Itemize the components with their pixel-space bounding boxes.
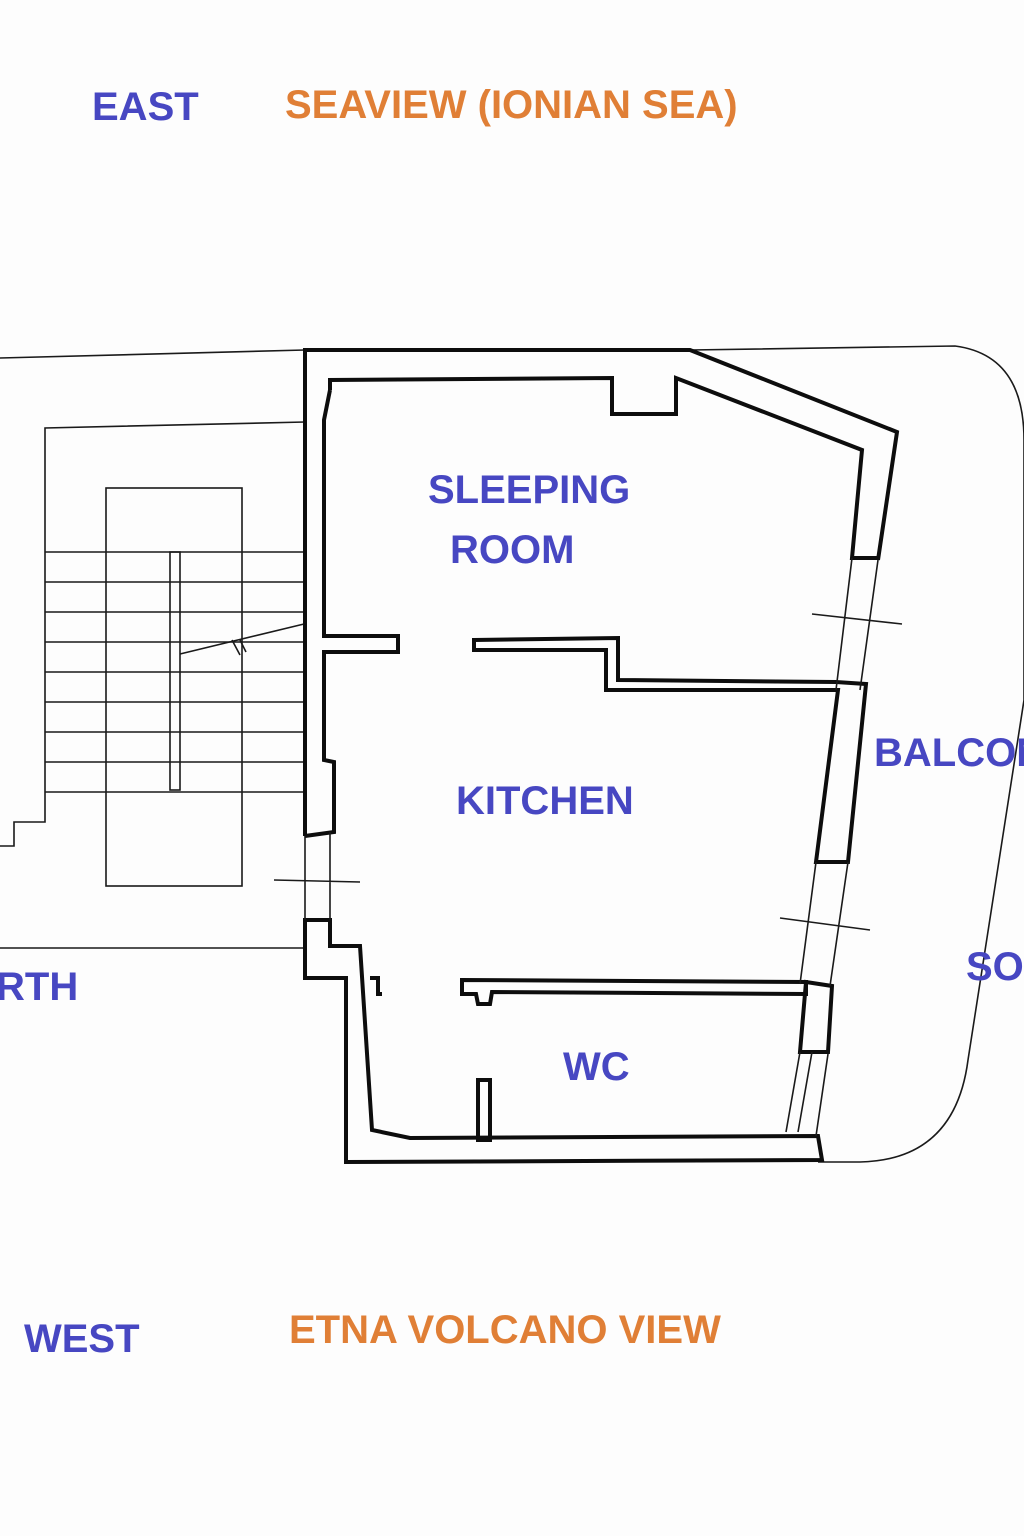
etna-view-label: ETNA VOLCANO VIEW <box>289 1308 721 1352</box>
exterior-walls <box>303 348 900 1165</box>
inner-wall-left-top <box>328 375 878 560</box>
seaview-label: SEAVIEW (IONIAN SEA) <box>285 83 738 127</box>
windows <box>273 557 903 1137</box>
outer-landing-line-top <box>0 349 306 359</box>
compass-south-label: SO <box>966 945 1024 989</box>
window-wc <box>785 1051 829 1137</box>
interior-walls <box>370 635 869 1142</box>
right-wall-lower <box>797 979 835 1054</box>
outer-wall-bottom <box>303 918 825 1165</box>
wc-door-jamb <box>476 1078 492 1142</box>
kitchen-door-jamb <box>370 976 382 996</box>
stair-treads <box>45 551 305 793</box>
stair-well-box <box>105 487 243 887</box>
stairwell <box>0 349 306 949</box>
window-bedroom <box>811 557 903 691</box>
compass-north-label: RTH <box>0 965 78 1009</box>
stair-rail <box>169 551 181 791</box>
outer-wall-left-top <box>303 348 900 836</box>
compass-west-label: WEST <box>24 1317 140 1361</box>
sleeping-room-label-line1: SLEEPING <box>428 468 630 512</box>
window-kitchen <box>779 861 871 987</box>
stair-outline <box>0 421 306 847</box>
window-entrance <box>273 832 361 920</box>
wc-label: WC <box>563 1045 630 1089</box>
balcony-outline <box>689 345 1024 1163</box>
compass-east-label: EAST <box>92 85 199 129</box>
kitchen-label: KITCHEN <box>456 779 634 823</box>
sleeping-room-label-line2: ROOM <box>450 528 574 572</box>
partition-bedroom-kitchen <box>472 635 869 864</box>
inner-wall-left-side <box>304 389 400 838</box>
balcony-label: BALCON <box>874 731 1024 775</box>
partition-kitchen-wc <box>460 977 808 1006</box>
stair-direction-arrow <box>179 623 305 656</box>
